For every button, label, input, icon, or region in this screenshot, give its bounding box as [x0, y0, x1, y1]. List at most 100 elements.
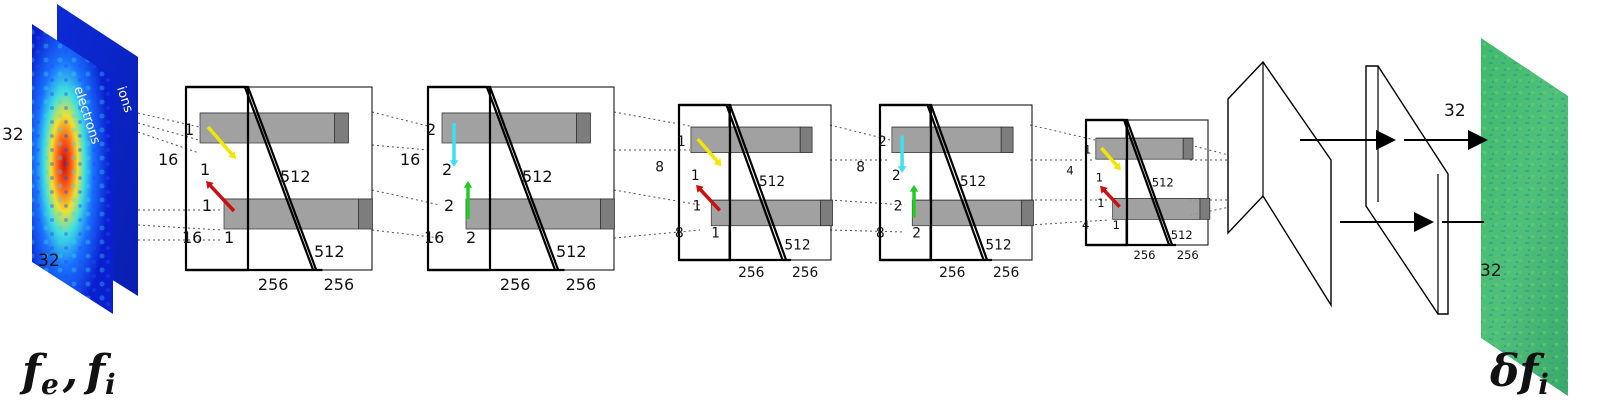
input-planes: ions electrons 32 32 [2, 4, 138, 314]
top-arrow-head [897, 166, 907, 173]
inner-bottom-label: 512 [1171, 228, 1193, 242]
inner-top-label: 512 [960, 174, 986, 190]
bottom-slab-side [1021, 199, 1034, 227]
height-top-label: 16 [158, 150, 178, 169]
height-top-label: 4 [1066, 164, 1073, 178]
flatten-layer [1227, 60, 1332, 308]
depth-top-label: 2 [426, 120, 436, 139]
diag-edge-1 [1122, 119, 1171, 246]
width-b-label: 256 [792, 265, 818, 281]
arrow-top-label: 1 [200, 160, 210, 179]
bottom-arrow [463, 181, 473, 219]
connector-lines [137, 111, 1241, 241]
inner-bottom-label: 512 [985, 238, 1011, 254]
arrow-bot-label: 2 [444, 196, 454, 215]
diag-edge-2 [728, 104, 788, 261]
formulas: fe,fi δfi [19, 346, 1549, 401]
width-b-label: 256 [1177, 248, 1199, 262]
width-a-label: 256 [738, 265, 764, 281]
top-arrow [1100, 146, 1121, 171]
height-bottom-label: 4 [1082, 218, 1089, 232]
depth-bottom-label: 2 [466, 228, 476, 247]
input-formula-comma: , [62, 346, 78, 397]
arrow-top-label: 1 [1096, 171, 1103, 185]
top-arrow-shaft [696, 137, 720, 164]
top-arrow-shaft [206, 125, 234, 156]
depth-bottom-label: 2 [912, 226, 921, 242]
connector-line-18 [1029, 124, 1096, 141]
diag-edge-2 [1125, 119, 1174, 246]
inner-bottom-label: 512 [784, 238, 810, 254]
dense-layers [1227, 60, 1488, 315]
diag-edge-1 [725, 104, 784, 261]
bottom-slab-side [358, 198, 373, 230]
arrow-bot-label: 1 [202, 196, 212, 215]
bottom-arrow [909, 184, 919, 218]
arrow-top-label: 2 [442, 160, 452, 179]
input-formula-sub2: i [105, 368, 116, 401]
arrow-bot-label: 2 [894, 198, 903, 214]
top-slab-side [576, 112, 591, 144]
depth-top-label: 2 [878, 134, 887, 150]
connector-line-2 [137, 131, 200, 154]
connector-line-8 [371, 189, 441, 206]
height-bottom-label: 8 [876, 226, 885, 242]
connector-line-7 [371, 144, 429, 151]
bottom-arrow-head [206, 181, 214, 189]
arrow-top-label: 1 [691, 168, 700, 184]
input-formula: fe,fi [19, 346, 116, 401]
height-top-label: 8 [856, 159, 865, 175]
top-arrow [206, 125, 236, 159]
depth-top-label: 1 [184, 120, 194, 139]
depth-bottom-label: 1 [224, 228, 234, 247]
width-a-label: 256 [258, 275, 289, 294]
connector-line-13 [613, 229, 701, 239]
inner-bottom-label: 512 [314, 242, 345, 261]
width-b-label: 256 [324, 275, 355, 294]
top-arrow-head [713, 158, 722, 167]
output-formula-delta: δ [1489, 346, 1519, 397]
input-formula-sub1: e [41, 368, 59, 401]
output-width-label: 32 [1480, 261, 1502, 281]
connector-line-0 [137, 112, 200, 128]
depth-top-label: 1 [677, 134, 686, 150]
top-slab-side [799, 126, 813, 154]
bottom-arrow-shaft [1102, 188, 1121, 208]
bottom-arrow-shaft [698, 187, 722, 212]
connector-line-12 [613, 189, 701, 206]
connector-line-25 [1189, 204, 1241, 216]
bottom-slab-side [1199, 197, 1211, 220]
top-slab-side [1182, 137, 1194, 160]
bottom-arrow-head [696, 184, 704, 193]
diag-edge-2 [929, 104, 989, 261]
width-a-label: 256 [1134, 248, 1156, 262]
diag-edge-1 [243, 86, 315, 271]
height-bottom-label: 8 [675, 226, 684, 242]
inner-top-label: 512 [759, 174, 785, 190]
top-arrow [449, 123, 459, 167]
bottom-slab-side [600, 198, 615, 230]
depth-bottom-label: 1 [711, 226, 720, 242]
connector-line-4 [137, 224, 222, 231]
top-slab-side [1000, 126, 1014, 154]
inner-top-label: 512 [1152, 176, 1174, 190]
width-a-label: 256 [939, 265, 965, 281]
height-bottom-label: 16 [424, 228, 444, 247]
connector-line-21 [1029, 219, 1109, 226]
inner-top-label: 512 [522, 167, 553, 186]
electrons-plane-texture [32, 24, 113, 314]
height-top-label: 8 [655, 159, 664, 175]
top-slab-side [334, 112, 349, 144]
bottom-arrow [206, 181, 236, 213]
width-b-label: 256 [993, 265, 1019, 281]
bottom-arrow-head [1100, 185, 1108, 194]
connector-line-17 [829, 229, 906, 233]
